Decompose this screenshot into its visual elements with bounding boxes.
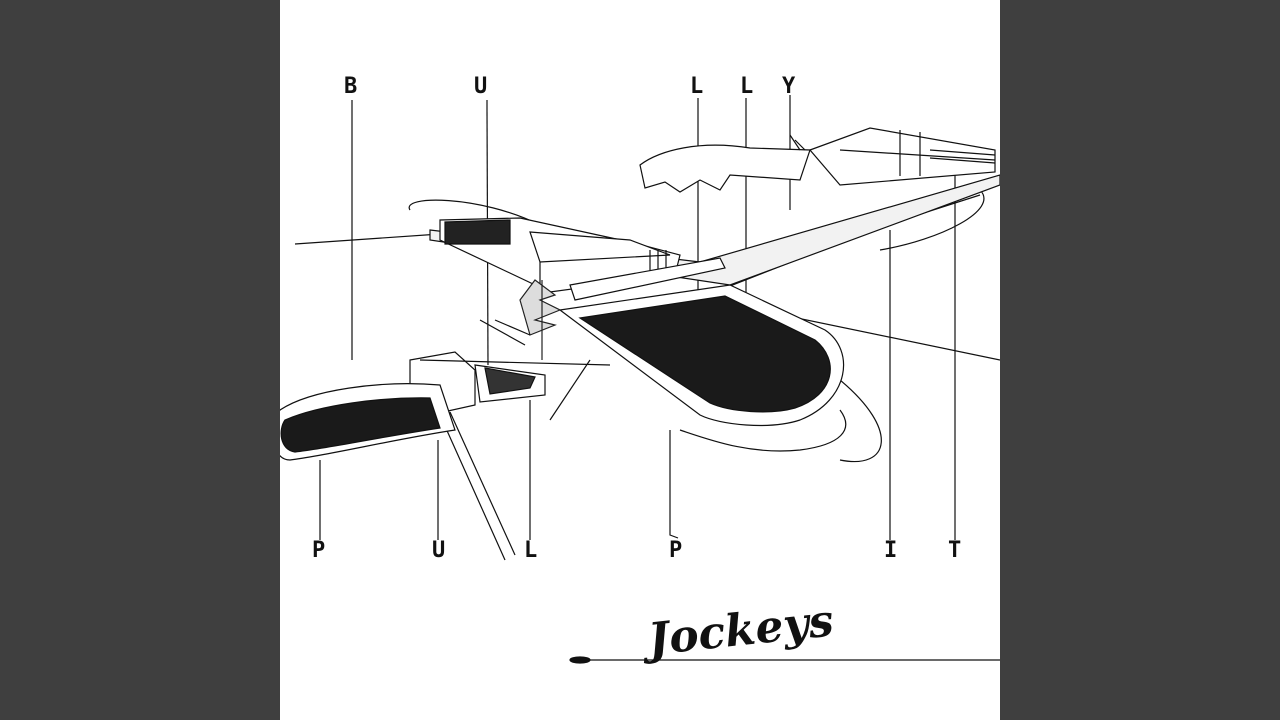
- title-top-letter: L: [740, 74, 754, 99]
- album-cover: B U L L Y P U L P I T Jockeys: [280, 0, 1000, 720]
- title-top-letter: L: [690, 74, 704, 99]
- title-bottom-letter: P: [312, 538, 326, 563]
- architectural-drawing-icon: [280, 95, 1000, 664]
- title-top-letter: Y: [782, 74, 796, 99]
- title-bottom-letter: I: [884, 538, 898, 563]
- title-bottom-letter: T: [948, 538, 962, 563]
- title-top-letter: B: [344, 74, 358, 99]
- title-bottom-letter: L: [524, 538, 538, 563]
- title-top-letter: U: [474, 74, 488, 99]
- title-bottom-letter: U: [432, 538, 446, 563]
- title-bottom-letter: P: [669, 538, 683, 563]
